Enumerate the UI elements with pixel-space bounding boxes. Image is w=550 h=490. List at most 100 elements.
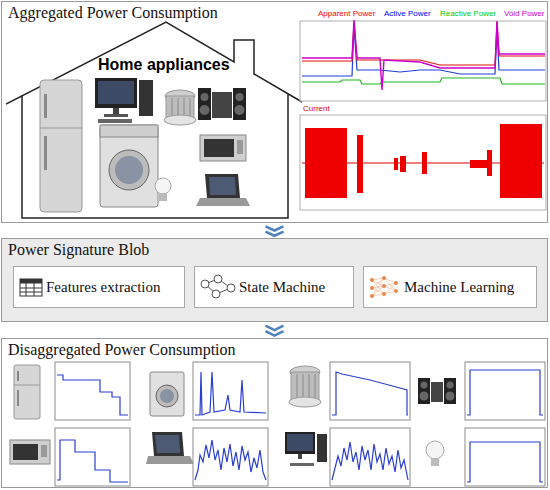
neural-net-icon bbox=[382, 276, 386, 280]
computer-icon bbox=[95, 78, 153, 123]
microwave-icon bbox=[200, 135, 246, 161]
stereo-icon bbox=[200, 105, 210, 115]
microwave-icon bbox=[13, 444, 38, 460]
shower-icon bbox=[165, 90, 195, 102]
washer-icon bbox=[115, 156, 143, 184]
stereo-icon bbox=[198, 88, 246, 120]
stereo-icon bbox=[418, 378, 430, 404]
microwave-icon bbox=[200, 135, 246, 161]
state-machine-icon bbox=[201, 275, 235, 298]
neural-net-icon bbox=[372, 278, 396, 296]
process-box: Features extraction bbox=[13, 266, 185, 308]
consumption-line bbox=[57, 375, 128, 415]
neural-net-icon bbox=[370, 286, 374, 290]
neural-net-icon bbox=[384, 291, 396, 294]
flow-chevron bbox=[266, 326, 284, 336]
fridge-icon bbox=[17, 390, 19, 406]
box-label: Features extraction bbox=[46, 279, 161, 296]
neural-net-icon bbox=[372, 288, 384, 294]
shower-icon bbox=[166, 96, 194, 118]
appliance-chart bbox=[193, 428, 268, 486]
current-chart bbox=[500, 124, 542, 198]
laptop-icon bbox=[209, 177, 236, 195]
stereo-icon bbox=[421, 382, 428, 389]
bulb-icon bbox=[155, 178, 171, 194]
laptop-icon bbox=[205, 174, 240, 198]
shower-icon bbox=[303, 374, 304, 398]
stereo-icon bbox=[431, 382, 443, 402]
neural-net-icon bbox=[372, 280, 384, 286]
flow-chevron bbox=[266, 226, 284, 235]
neural-net-icon bbox=[384, 286, 396, 291]
stereo-icon bbox=[444, 378, 456, 404]
fridge-icon bbox=[40, 128, 82, 129]
process-panel: Power Signature BlobFeatures extractionS… bbox=[1, 238, 548, 322]
neural-net-icon bbox=[384, 278, 396, 291]
washer-icon bbox=[100, 125, 158, 207]
neural-net-icon bbox=[372, 278, 384, 296]
stereo-icon bbox=[212, 92, 232, 118]
consumption-line bbox=[467, 370, 543, 415]
neural-net-icon bbox=[384, 278, 396, 283]
shower-icon bbox=[289, 366, 321, 407]
current-chart bbox=[470, 160, 492, 168]
current-chart bbox=[487, 150, 492, 176]
computer-icon bbox=[285, 432, 327, 466]
stereo-icon bbox=[198, 88, 211, 120]
microwave-icon bbox=[41, 445, 47, 457]
shower-icon bbox=[315, 374, 316, 398]
table-icon bbox=[34, 279, 35, 296]
neural-net-icon bbox=[372, 280, 384, 294]
microwave-icon bbox=[10, 440, 50, 464]
state-machine-icon bbox=[227, 284, 235, 292]
neural-net-icon bbox=[384, 283, 396, 294]
appliance-chart bbox=[330, 362, 410, 420]
microwave-icon bbox=[10, 440, 50, 464]
neural-net-icon bbox=[370, 276, 398, 298]
computer-icon bbox=[139, 80, 153, 116]
computer-icon bbox=[95, 78, 137, 108]
input-panel: Aggregated Power ConsumptionHome applian… bbox=[1, 1, 548, 223]
panel-title: Power Signature Blob bbox=[8, 241, 149, 259]
panel-title: Home appliances bbox=[98, 56, 230, 74]
laptop-icon bbox=[155, 435, 180, 453]
appliance-chart bbox=[330, 428, 410, 486]
neural-net-icon bbox=[384, 283, 396, 286]
shower-icon bbox=[178, 98, 179, 116]
computer-icon bbox=[98, 81, 134, 104]
stereo-icon bbox=[201, 93, 209, 101]
shower-icon bbox=[164, 90, 196, 125]
consumption-line bbox=[57, 440, 128, 482]
shower-icon bbox=[309, 374, 310, 398]
flow-chevron bbox=[266, 326, 284, 336]
fridge-icon bbox=[44, 136, 47, 170]
state-machine-icon bbox=[212, 290, 220, 298]
power-chart bbox=[302, 22, 545, 65]
shower-icon bbox=[297, 374, 298, 398]
fridge-icon bbox=[17, 371, 19, 381]
current-chart bbox=[394, 158, 398, 170]
neural-net-icon bbox=[394, 281, 398, 285]
computer-icon bbox=[290, 463, 314, 466]
consumption-line bbox=[467, 442, 543, 482]
table-icon bbox=[26, 279, 27, 296]
consumption-line bbox=[332, 372, 408, 415]
computer-icon bbox=[317, 434, 327, 462]
bulb-icon bbox=[155, 178, 171, 201]
shower-icon bbox=[184, 98, 185, 116]
consumption-line bbox=[57, 370, 543, 482]
output-panel: Disaggregated Power Consumption bbox=[1, 338, 548, 488]
power-chart bbox=[300, 21, 546, 101]
washer-icon bbox=[100, 125, 158, 207]
neural-net-icon bbox=[382, 284, 386, 288]
fridge-icon bbox=[44, 94, 47, 118]
state-machine-icon bbox=[205, 279, 218, 284]
stereo-icon bbox=[418, 378, 456, 404]
stereo-icon bbox=[236, 93, 244, 101]
shower-icon bbox=[164, 115, 196, 125]
current-chart bbox=[357, 135, 363, 193]
appliance-chart bbox=[55, 362, 130, 420]
power-chart bbox=[300, 20, 546, 101]
computer-icon bbox=[113, 108, 119, 114]
